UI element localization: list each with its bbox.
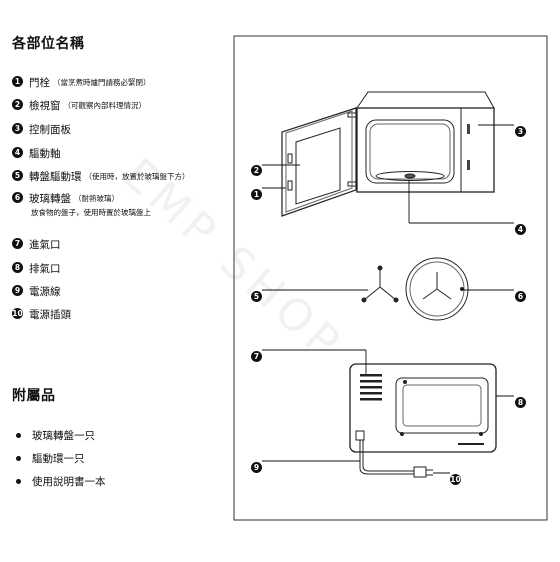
accessory-item: 使用說明書一本 bbox=[16, 474, 106, 489]
callout-badge: 4 bbox=[515, 224, 526, 235]
part-note: （使用時，放置於玻璃盤下方） bbox=[84, 172, 190, 181]
part-item-4: 4 驅動軸 bbox=[12, 146, 61, 161]
callout-2: 2 bbox=[251, 158, 262, 177]
number-badge: 8 bbox=[12, 262, 23, 273]
part-note: （當烹煮時爐門請務必緊閉） bbox=[53, 78, 151, 87]
accessory-item: 驅動環一只 bbox=[16, 451, 85, 466]
part-sub-note: 放食物的盤子，使用時置於玻璃盤上 bbox=[31, 208, 151, 217]
accessory-label: 使用說明書一本 bbox=[32, 476, 106, 488]
accessory-label: 玻璃轉盤一只 bbox=[32, 430, 95, 442]
part-item-2: 2 檢視窗 （可觀察內部料理情況） bbox=[12, 98, 146, 113]
callout-badge: 7 bbox=[251, 351, 262, 362]
microwave-back-illustration bbox=[349, 363, 497, 478]
part-label: 門栓 bbox=[29, 77, 50, 89]
part-item-3: 3 控制面板 bbox=[12, 122, 71, 137]
callout-badge: 1 bbox=[251, 189, 262, 200]
callout-badge: 9 bbox=[251, 462, 262, 473]
part-label: 轉盤驅動環 bbox=[29, 171, 82, 183]
callout-10: 10 bbox=[450, 467, 461, 486]
part-label: 玻璃轉盤 bbox=[29, 193, 71, 205]
part-label: 驅動軸 bbox=[29, 148, 61, 160]
number-badge: 4 bbox=[12, 147, 23, 158]
part-note: （可觀察內部料理情況） bbox=[63, 101, 147, 110]
part-item-5: 5 轉盤驅動環 （使用時，放置於玻璃盤下方） bbox=[12, 169, 190, 184]
part-label: 電源插頭 bbox=[29, 309, 71, 321]
number-badge: 6 bbox=[12, 192, 23, 203]
part-label: 電源線 bbox=[29, 286, 61, 298]
callout-badge: 3 bbox=[515, 126, 526, 137]
part-label: 進氣口 bbox=[29, 239, 61, 251]
number-badge: 10 bbox=[12, 308, 23, 319]
accessory-label: 驅動環一只 bbox=[32, 453, 85, 465]
number-badge: 3 bbox=[12, 123, 23, 134]
callout-5: 5 bbox=[251, 284, 262, 303]
turntable-ring-illustration bbox=[361, 265, 399, 303]
callout-6: 6 bbox=[515, 284, 526, 303]
part-item-1: 1 門栓 （當烹煮時爐門請務必緊閉） bbox=[12, 75, 151, 90]
bullet-icon bbox=[16, 456, 21, 461]
callout-badge: 2 bbox=[251, 165, 262, 176]
parts-heading: 各部位名稱 bbox=[12, 36, 85, 52]
callout-4: 4 bbox=[515, 217, 526, 236]
glass-turntable-illustration bbox=[405, 257, 469, 321]
callout-badge: 8 bbox=[515, 397, 526, 408]
bullet-icon bbox=[16, 433, 21, 438]
microwave-front-illustration bbox=[281, 91, 495, 217]
callout-badge: 5 bbox=[251, 291, 262, 302]
number-badge: 9 bbox=[12, 285, 23, 296]
part-item-7: 7 進氣口 bbox=[12, 237, 61, 252]
callout-badge: 6 bbox=[515, 291, 526, 302]
accessories-heading: 附屬品 bbox=[12, 388, 56, 404]
part-note: （耐熱玻璃） bbox=[74, 194, 119, 203]
part-item-8: 8 排氣口 bbox=[12, 261, 61, 276]
part-item-10: 10 電源插頭 bbox=[12, 307, 71, 322]
part-label: 控制面板 bbox=[29, 124, 71, 136]
part-item-6: 6 玻璃轉盤 （耐熱玻璃） bbox=[12, 191, 119, 206]
callout-badge: 10 bbox=[450, 474, 461, 485]
callout-1: 1 bbox=[251, 182, 262, 201]
accessory-item: 玻璃轉盤一只 bbox=[16, 428, 95, 443]
part-label: 檢視窗 bbox=[29, 100, 61, 112]
part-label: 排氣口 bbox=[29, 263, 61, 275]
number-badge: 5 bbox=[12, 170, 23, 181]
number-badge: 1 bbox=[12, 76, 23, 87]
callout-9: 9 bbox=[251, 455, 262, 474]
callout-3: 3 bbox=[515, 119, 526, 138]
callout-7: 7 bbox=[251, 344, 262, 363]
bullet-icon bbox=[16, 479, 21, 484]
part-item-9: 9 電源線 bbox=[12, 284, 61, 299]
callout-8: 8 bbox=[515, 390, 526, 409]
number-badge: 7 bbox=[12, 238, 23, 249]
number-badge: 2 bbox=[12, 99, 23, 110]
